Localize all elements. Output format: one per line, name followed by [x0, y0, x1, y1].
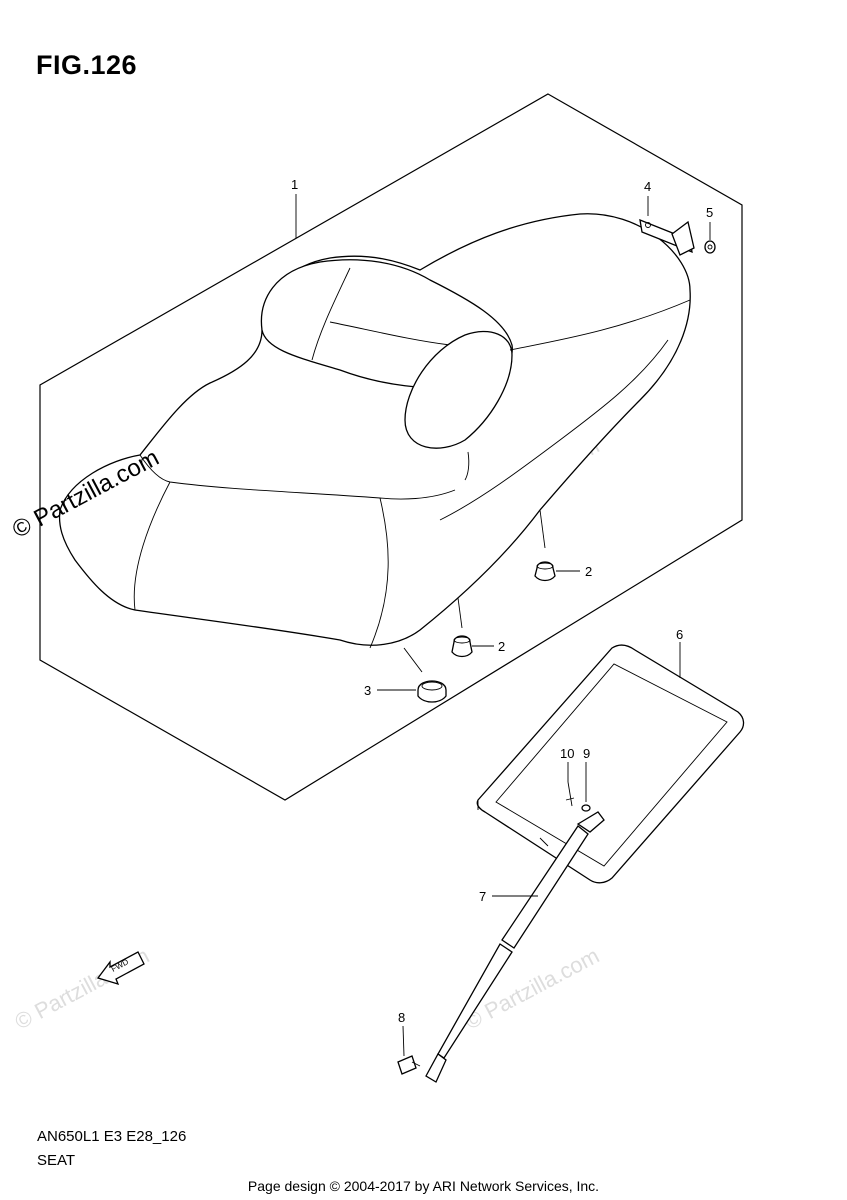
washer-part-9 [581, 804, 591, 812]
assembly-boundary [39, 93, 743, 801]
callout-1: 1 [291, 177, 298, 192]
callout-10: 10 [560, 746, 574, 761]
callout-8: 8 [398, 1010, 405, 1025]
section-name: SEAT [37, 1152, 76, 1169]
clip-part-10 [565, 781, 575, 807]
callout-7: 7 [479, 889, 486, 904]
figure-title: FIG.126 [36, 50, 138, 80]
callout-5: 5 [706, 205, 713, 220]
callout-4: 4 [644, 179, 651, 194]
lumbar-roll [404, 330, 513, 449]
seat-seam-side [133, 481, 171, 611]
cushion-part-3 [417, 680, 447, 703]
bracket-part-4 [639, 218, 695, 256]
cushion-part-2a [534, 561, 556, 582]
bolt-part-8 [397, 1055, 421, 1075]
seat-crease [464, 451, 470, 481]
gas-strut-part-7 [425, 811, 605, 1083]
model-code: AN650L1 E3 E28_126 [37, 1128, 187, 1145]
seat-seam-lower [369, 497, 389, 649]
callout-2b: 2 [498, 639, 505, 654]
cushion-part-2b [451, 635, 473, 658]
callout-6: 6 [676, 627, 683, 642]
backrest-seam [311, 267, 451, 361]
callout-labels: 1 4 5 2 2 3 6 10 9 7 8 [291, 177, 713, 1025]
nut-part-5 [704, 240, 716, 254]
callout-3: 3 [364, 683, 371, 698]
callout-2a: 2 [585, 564, 592, 579]
leader-lines [295, 194, 711, 1057]
passenger-seat-edge [439, 339, 669, 521]
page-footer: Page design © 2004-2017 by ARI Network S… [247, 1178, 600, 1194]
seal-frame-part-6 [476, 644, 745, 884]
callout-9: 9 [583, 746, 590, 761]
passenger-seat-seam [509, 299, 691, 351]
seat-seam-front [139, 454, 456, 500]
seat-assembly [58, 213, 691, 649]
seat-outline [58, 213, 691, 646]
